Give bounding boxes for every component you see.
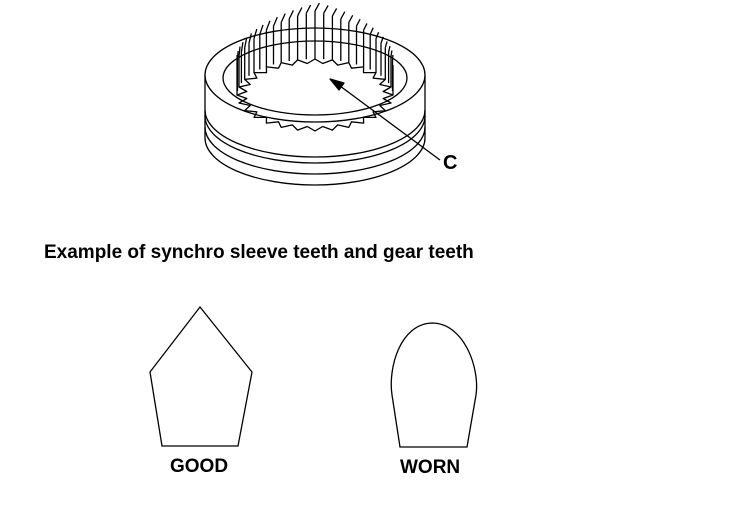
tooth-tip (369, 27, 374, 35)
tooth-tip (380, 36, 384, 44)
tooth-tip (244, 37, 248, 48)
tooth-tip (272, 16, 278, 27)
tooth-tip (280, 13, 286, 23)
sleeve-band (204, 126, 426, 175)
tooth-tip (390, 50, 393, 57)
tooth-tip (375, 31, 380, 39)
callout-c-arrowhead (329, 78, 345, 91)
tooth-tip (240, 42, 244, 53)
good-tooth-profile (149, 305, 253, 447)
tooth-tip (265, 20, 271, 31)
sleeve-band (204, 109, 426, 158)
tooth-tip (331, 8, 338, 17)
tooth-tip (363, 23, 368, 31)
tooth-tip (355, 18, 361, 27)
worn-label: WORN (400, 457, 461, 478)
tooth-tip (253, 28, 258, 39)
worn-tooth-profile (390, 322, 478, 448)
callout-c-leader (335, 82, 441, 161)
tooth-tip (259, 24, 264, 35)
tooth-tip (384, 41, 388, 48)
figure-caption: Example of synchro sleeve teeth and gear… (44, 242, 474, 263)
sleeve-band (204, 115, 426, 164)
tooth-tip (348, 14, 354, 23)
tooth-tip (323, 5, 329, 14)
callout-c-label: C (443, 152, 458, 174)
tooth-tip (340, 11, 346, 20)
tooth-tip (305, 4, 312, 14)
tooth-tip (238, 46, 241, 57)
tooth-tip (387, 45, 391, 53)
tooth-tip (288, 10, 294, 20)
sleeve-back-teeth (236, 2, 394, 95)
good-label: GOOD (170, 456, 229, 477)
tooth-tip (314, 2, 320, 12)
tooth-tip (248, 33, 253, 44)
tooth-tip (297, 7, 303, 17)
tooth-tip (236, 50, 239, 61)
